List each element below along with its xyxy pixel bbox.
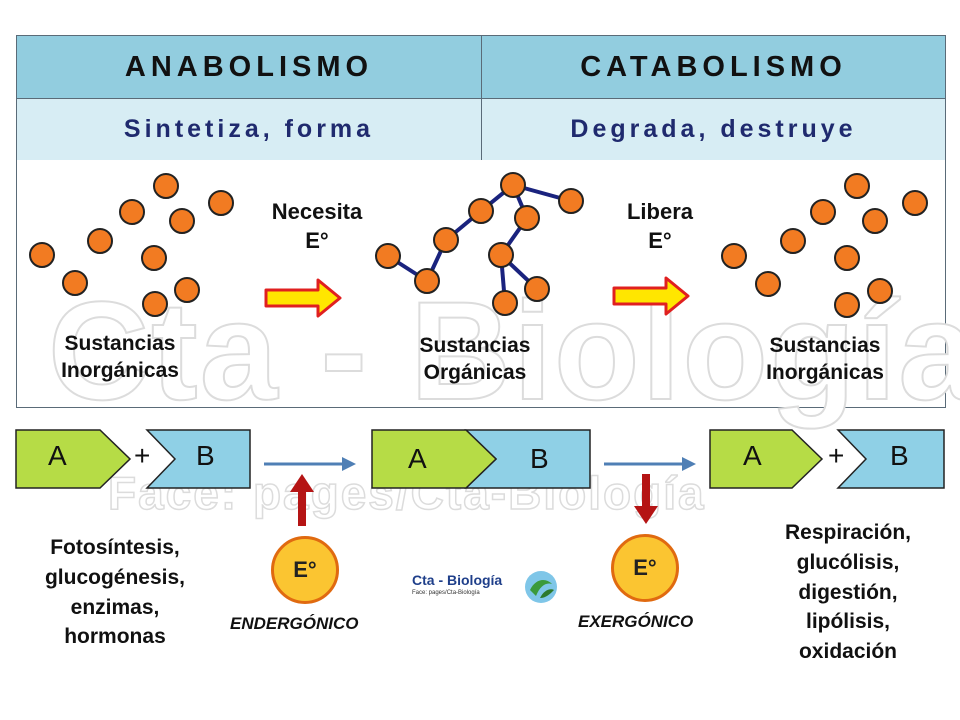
logo-sub: Face: pages/Cta-Biología bbox=[412, 590, 480, 596]
reaction-arrow-right bbox=[604, 457, 696, 471]
right-block-b bbox=[836, 429, 945, 489]
right-a-label: A bbox=[743, 440, 762, 471]
catabolismo-description: Degrada, destruye bbox=[570, 115, 857, 143]
anabolismo-header: ANABOLISMO bbox=[16, 35, 482, 99]
endergonico-label: ENDERGÓNICO bbox=[230, 614, 359, 633]
organic-molecule-atoms bbox=[375, 172, 584, 316]
catabolismo-title: CATABOLISMO bbox=[580, 50, 847, 83]
exergonico-label: EXERGÓNICO bbox=[578, 612, 694, 631]
anabolismo-title: ANABOLISMO bbox=[124, 50, 374, 83]
left-molecule-cluster bbox=[29, 173, 234, 317]
right-molecule-cluster bbox=[721, 173, 928, 318]
reaction-arrow-left bbox=[264, 457, 356, 471]
center-block-a bbox=[371, 429, 498, 489]
center-b-label: B bbox=[530, 443, 549, 474]
left-a-label: A bbox=[48, 440, 67, 471]
anabolismo-description: Sintetiza, forma bbox=[123, 115, 375, 143]
catabolismo-desc-cell: Degrada, destruye bbox=[481, 98, 946, 161]
anabolismo-desc-cell: Sintetiza, forma bbox=[16, 98, 482, 161]
libera-arrow bbox=[612, 276, 690, 316]
right-plus: + bbox=[828, 440, 845, 471]
energy-in-circle: E° bbox=[271, 536, 339, 604]
energy-out-circle: E° bbox=[611, 534, 679, 602]
left-block-b bbox=[145, 429, 251, 489]
energy-input-arrow bbox=[290, 474, 314, 526]
right-b-label: B bbox=[890, 440, 909, 471]
necesita-arrow bbox=[264, 278, 342, 318]
necesita-label: Necesita E° bbox=[271, 199, 363, 253]
logo-globe-icon bbox=[525, 571, 557, 603]
logo-name: Cta - Biología bbox=[412, 572, 503, 588]
left-substance-label: Sustancias Inorgánicas bbox=[61, 332, 179, 383]
right-substance-label: Sustancias Inorgánicas bbox=[766, 334, 884, 385]
catabolic-examples: Respiración, glucólisis, digestión, lipó… bbox=[784, 521, 912, 664]
left-plus: + bbox=[134, 440, 151, 471]
cta-biologia-logo: Cta - Biología Face: pages/Cta-Biología bbox=[412, 570, 562, 606]
energy-release-arrow bbox=[634, 474, 658, 524]
right-block-a bbox=[709, 429, 824, 489]
left-block-a bbox=[15, 429, 132, 489]
center-substance-label: Sustancias Orgánicas bbox=[419, 334, 531, 385]
anabolic-examples: Fotosíntesis, glucogénesis, enzimas, hor… bbox=[44, 536, 186, 649]
libera-label: Libera E° bbox=[626, 199, 694, 253]
center-a-label: A bbox=[408, 443, 427, 474]
left-b-label: B bbox=[196, 440, 215, 471]
